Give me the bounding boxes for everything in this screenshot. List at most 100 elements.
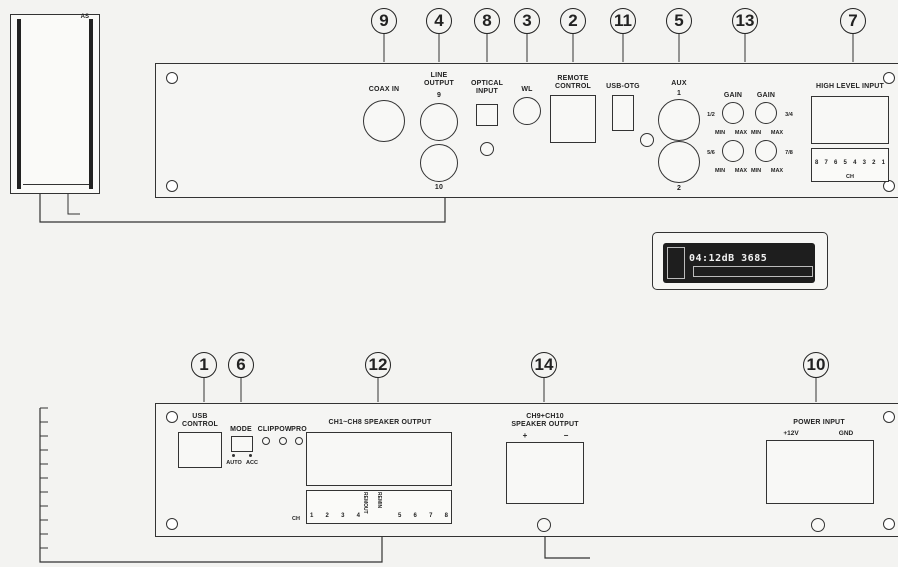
- speaker-channel-number: 1: [310, 513, 314, 519]
- optical-input-label: OPTICAL INPUT: [470, 80, 504, 95]
- optical-input-port[interactable]: [476, 104, 498, 126]
- power-input-label: POWER INPUT: [793, 419, 845, 426]
- callout-10: 10: [803, 352, 829, 378]
- high-level-input-port[interactable]: [811, 96, 889, 144]
- callout-14: 14: [531, 352, 557, 378]
- ch910-minus-label: −: [563, 431, 569, 440]
- ch910-speaker-output-label: CH9+CH10 SPEAKER OUTPUT: [511, 413, 579, 428]
- max-label: MAX: [734, 168, 748, 174]
- gain-knob-12[interactable]: [722, 102, 744, 124]
- ch-34-label: 3/4: [785, 112, 793, 118]
- line-output-label: LINE OUTPUT: [424, 72, 454, 87]
- mode-label: MODE: [230, 426, 252, 433]
- ch-12-label: 1/2: [707, 112, 715, 118]
- callout-9: 9: [371, 8, 397, 34]
- head-unit-display: 04:12dB 3685: [652, 232, 828, 290]
- speaker-right-channels: 5 6 7 8: [398, 513, 448, 519]
- speaker-channel-number: 5: [398, 513, 402, 519]
- mode-button[interactable]: [231, 436, 253, 452]
- ch-78-label: 7/8: [785, 150, 793, 156]
- aux-1-jack[interactable]: [658, 99, 700, 141]
- speaker-terminal-block: [306, 490, 452, 524]
- coax-in-jack[interactable]: [363, 100, 405, 142]
- callout-13: 13: [732, 8, 758, 34]
- line-output-10-jack[interactable]: [420, 144, 458, 182]
- speaker-channel-number: 6: [413, 513, 417, 519]
- mount-hole: [883, 411, 895, 423]
- high-level-channel-number: 1: [881, 160, 885, 166]
- callout-6: 6: [228, 352, 254, 378]
- speaker-channel-number: 8: [444, 513, 448, 519]
- callout-4: 4: [426, 8, 452, 34]
- remote-control-port[interactable]: [550, 95, 596, 143]
- power-input-port[interactable]: [766, 440, 874, 504]
- top-panel: [155, 63, 898, 198]
- usb-otg-label: USB-OTG: [606, 83, 640, 90]
- usb-control-port[interactable]: [178, 432, 222, 468]
- display-readout: 04:12dB 3685: [689, 253, 768, 264]
- max-label: MAX: [770, 130, 784, 136]
- pro-label: PRO: [291, 426, 307, 433]
- gain-knob-56[interactable]: [722, 140, 744, 162]
- power-hole: [811, 518, 825, 532]
- ch910-speaker-port[interactable]: [506, 442, 584, 504]
- pow-led: [279, 437, 287, 445]
- remout-label: REMOUT: [362, 492, 368, 514]
- line-output-9-jack[interactable]: [420, 103, 458, 141]
- wl-label: WL: [521, 86, 533, 93]
- callout-3: 3: [514, 8, 540, 34]
- high-level-channel-number: 3: [862, 160, 866, 166]
- min-label: MIN: [714, 130, 726, 136]
- optical-small-hole: [480, 142, 494, 156]
- gain-knob-34[interactable]: [755, 102, 777, 124]
- high-level-channel-number: 4: [853, 160, 857, 166]
- callout-12: 12: [365, 352, 391, 378]
- speaker-channel-number: 2: [325, 513, 329, 519]
- pow-label: POW: [274, 426, 292, 433]
- gain-left-label: GAIN: [723, 92, 743, 99]
- coax-in-label: COAX IN: [368, 86, 400, 93]
- auto-label: AUTO: [226, 460, 242, 466]
- line-output-10-label: 10: [434, 184, 444, 191]
- aux-2-label: 2: [676, 185, 682, 192]
- min-label: MIN: [750, 130, 762, 136]
- acc-indicator-dot: [249, 454, 252, 457]
- gain-right-label: GAIN: [756, 92, 776, 99]
- gain-knob-78[interactable]: [755, 140, 777, 162]
- line-output-9-label: 9: [436, 92, 442, 99]
- callout-11: 11: [610, 8, 636, 34]
- wl-antenna-jack[interactable]: [513, 97, 541, 125]
- usb-control-label: USB CONTROL: [181, 413, 219, 428]
- speaker-channel-number: 7: [429, 513, 433, 519]
- gnd-label: GND: [838, 430, 854, 437]
- callout-5: 5: [666, 8, 692, 34]
- remin-label: REMIN: [376, 492, 382, 509]
- aux-side-hole: [640, 133, 654, 147]
- mount-hole: [883, 180, 895, 192]
- speaker-output-label: CH1~CH8 SPEAKER OUTPUT: [328, 419, 432, 426]
- mount-hole: [166, 180, 178, 192]
- ch-label: CH: [292, 516, 300, 522]
- aux-label: AUX: [671, 80, 687, 87]
- callout-7: 7: [840, 8, 866, 34]
- plus12v-label: +12V: [783, 430, 799, 437]
- mount-hole: [883, 72, 895, 84]
- clip-led: [262, 437, 270, 445]
- callout-2: 2: [560, 8, 586, 34]
- speaker-output-port[interactable]: [306, 432, 452, 486]
- usb-otg-port[interactable]: [612, 95, 634, 131]
- max-label: MAX: [734, 130, 748, 136]
- callout-1: 1: [191, 352, 217, 378]
- ch-56-label: 5/6: [707, 150, 715, 156]
- aux-2-jack[interactable]: [658, 141, 700, 183]
- min-label: MIN: [750, 168, 762, 174]
- remote-control-label: REMOTE CONTROL: [554, 75, 592, 90]
- speaker-channel-number: 4: [356, 513, 360, 519]
- aux-1-label: 1: [676, 90, 682, 97]
- mount-hole: [166, 72, 178, 84]
- clip-label: CLIP: [257, 426, 275, 433]
- pro-led: [295, 437, 303, 445]
- callout-8: 8: [474, 8, 500, 34]
